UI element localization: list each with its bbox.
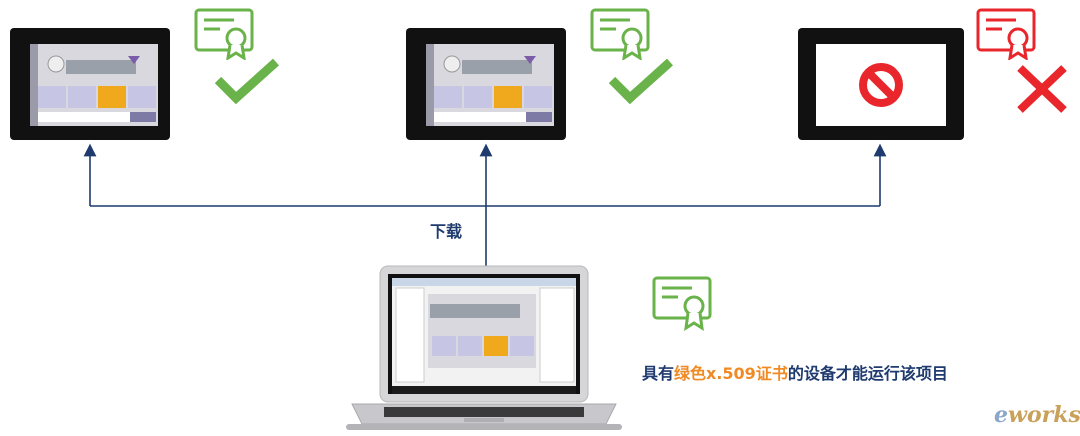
certificate-icon — [652, 276, 712, 331]
certificate-icon — [590, 8, 650, 60]
logo-text: works — [1008, 402, 1080, 428]
certificate-icon — [976, 8, 1036, 60]
laptop — [346, 265, 622, 430]
cross-icon — [1017, 65, 1067, 113]
caption-prefix: 具有 — [642, 364, 675, 383]
eworks-logo: eworks — [994, 402, 1080, 428]
download-label: 下载 — [430, 222, 463, 241]
hmi-panel-1 — [10, 28, 170, 140]
certificate-icon — [194, 8, 254, 60]
check-icon — [608, 58, 674, 105]
caption-highlight: 绿色x.509证书 — [674, 364, 788, 383]
hmi-panel-3 — [798, 28, 964, 140]
hmi-panel-2 — [406, 28, 566, 140]
blocked-icon — [859, 63, 903, 107]
caption: 具有绿色x.509证书的设备才能运行该项目 — [642, 360, 948, 384]
logo-e: e — [994, 402, 1008, 428]
check-icon — [214, 58, 280, 105]
caption-suffix: 的设备才能运行该项目 — [787, 364, 948, 383]
